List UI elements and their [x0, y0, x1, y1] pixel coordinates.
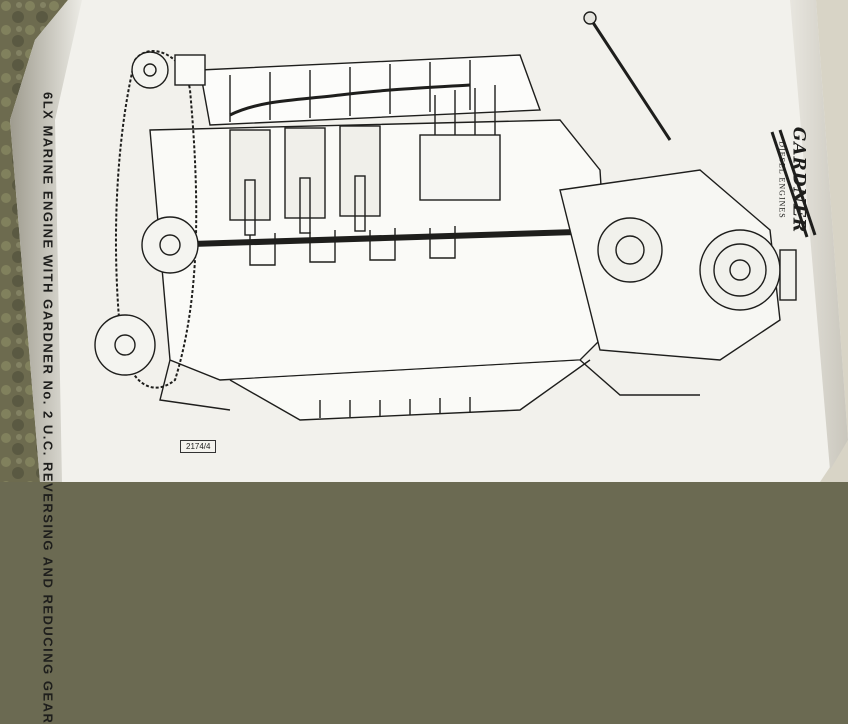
crankshaft — [159, 227, 641, 248]
drawing-number: 2174/4 — [180, 440, 217, 453]
page-edge — [790, 0, 848, 470]
figure-caption: 6LX MARINE ENGINE WITH GARDNER No. 2 U.C… — [40, 92, 56, 724]
book-photo — [0, 0, 848, 482]
control-lever — [588, 17, 672, 141]
brand-name: GARDNER — [788, 126, 809, 234]
cylinder-3 — [339, 125, 381, 217]
clutch-cone — [597, 217, 663, 283]
filler-cap — [174, 54, 206, 86]
output-flange — [779, 249, 797, 301]
cylinder-1 — [229, 129, 271, 221]
exhaust-manifold — [229, 83, 471, 117]
gardner-logo: GARDNER DIESEL ENGINES — [778, 127, 809, 233]
reversing-gearbox — [559, 169, 781, 361]
sprocket-mid — [141, 216, 199, 274]
cylinder-2 — [284, 127, 326, 219]
spine-shadow — [10, 0, 82, 482]
sprocket-top — [131, 51, 169, 89]
timing-chain — [114, 50, 198, 389]
brand-underline — [770, 129, 817, 238]
injection-pump — [419, 134, 501, 201]
brand-subtitle: DIESEL ENGINES — [777, 141, 787, 219]
engine-illustration — [94, 11, 797, 421]
sprocket-bottom — [94, 314, 156, 376]
mounting-feet — [159, 359, 700, 411]
reduction-gear — [699, 229, 781, 311]
